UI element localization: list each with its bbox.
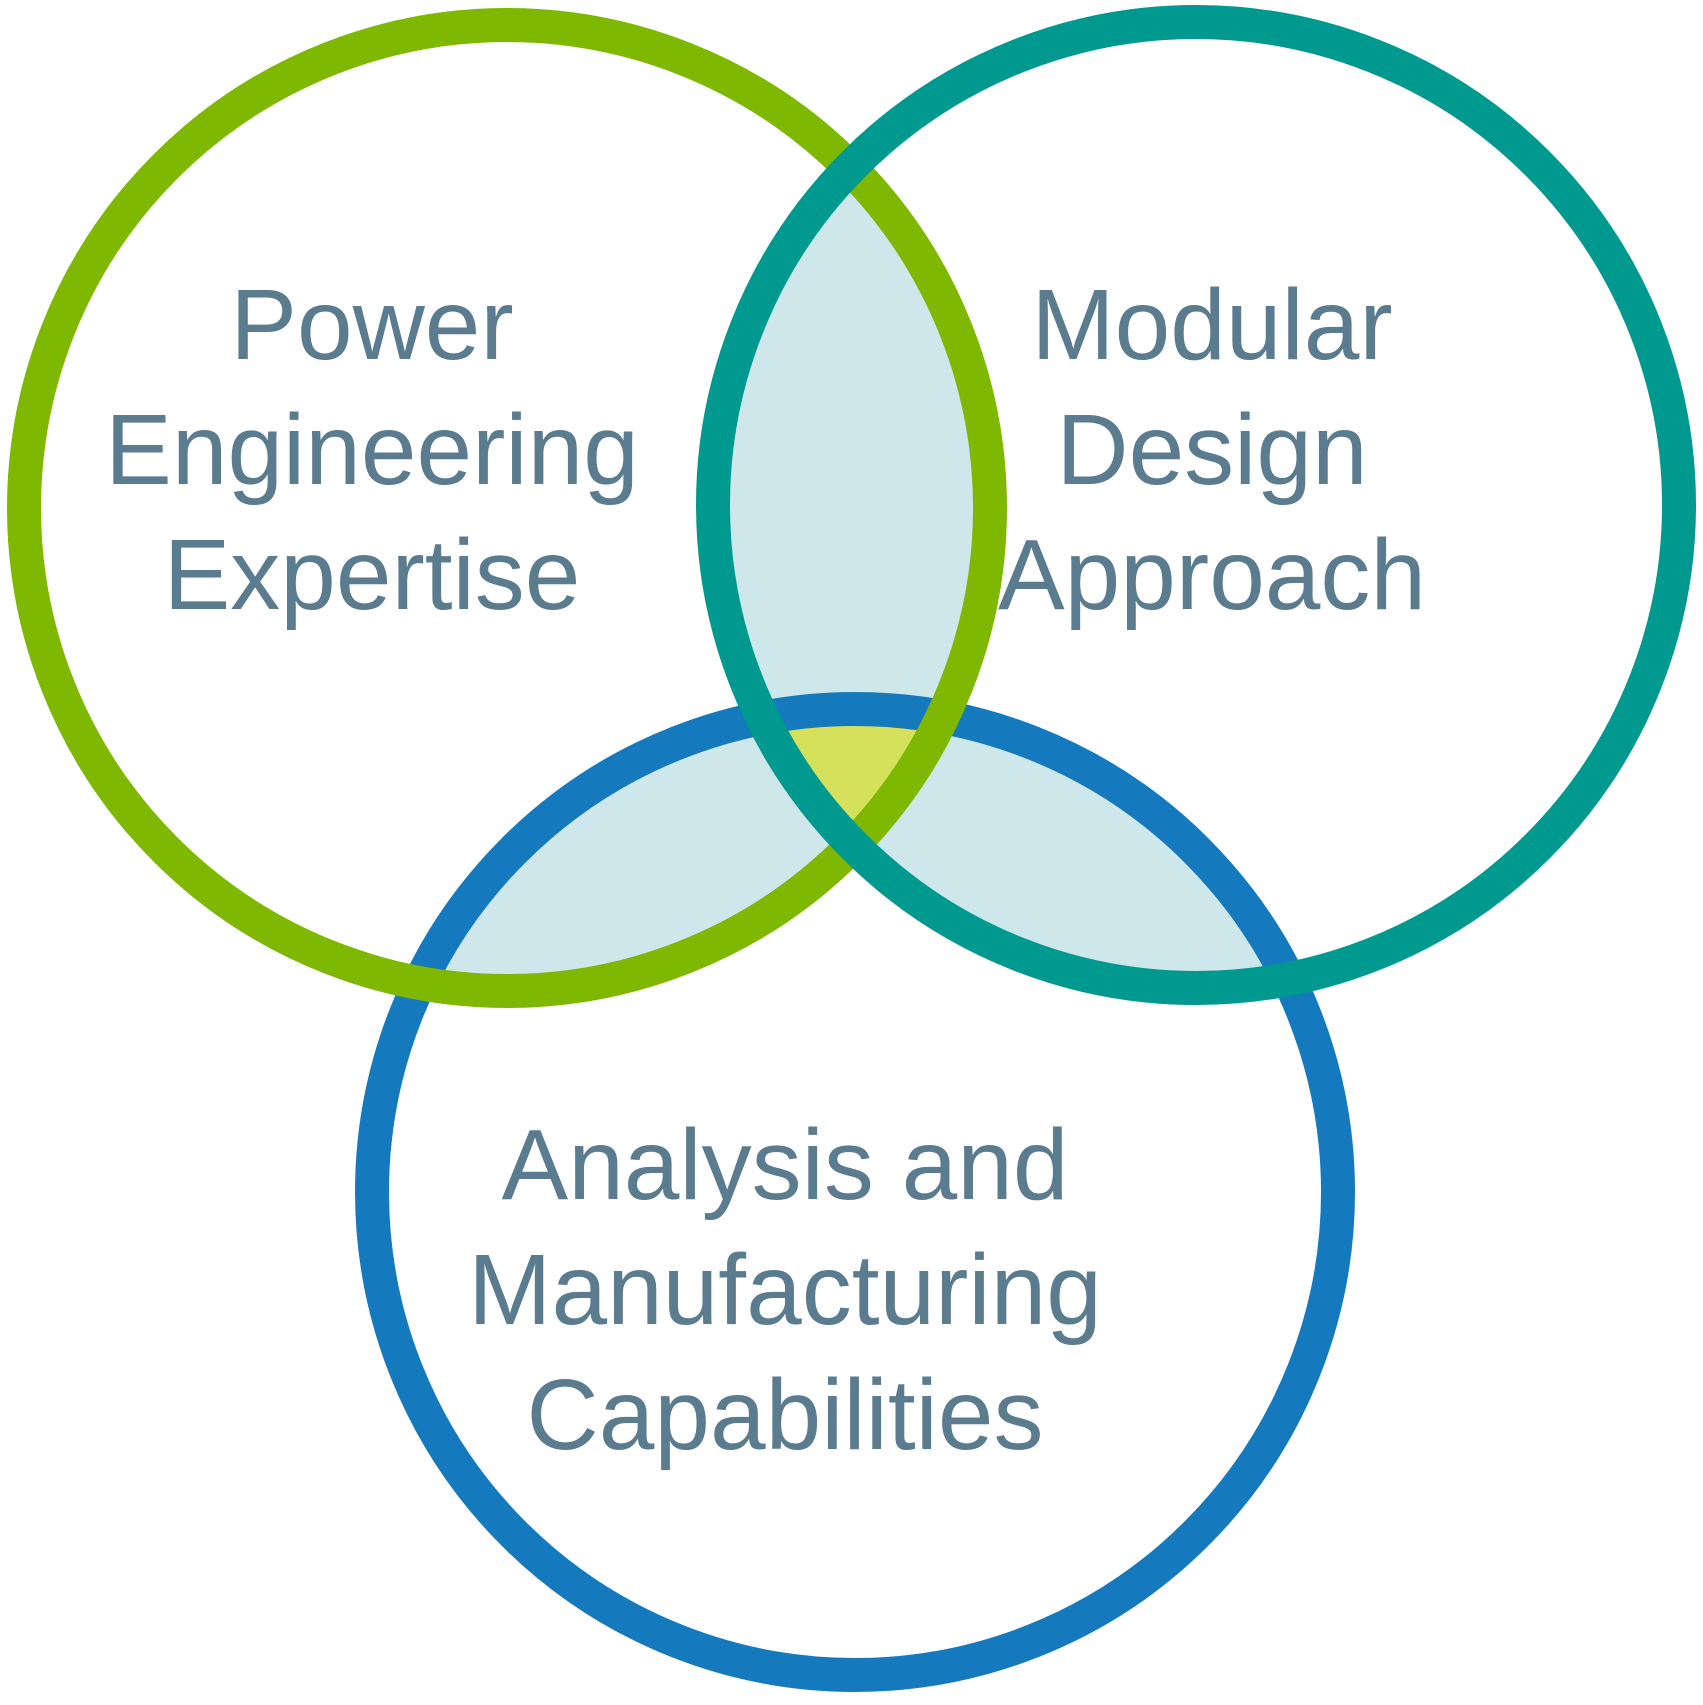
overlap-power-analysis — [372, 709, 990, 991]
analysis-label-line-3: Capabilities — [526, 1359, 1044, 1471]
analysis-circle-ring — [355, 692, 1355, 1692]
power-label-line-2: Engineering — [105, 394, 639, 506]
modular-circle-ring — [696, 5, 1696, 1005]
analysis-label-line-1: Analysis and — [501, 1109, 1069, 1221]
modular-label-line-3: Approach — [997, 519, 1427, 631]
overlap-modular-analysis — [713, 709, 1338, 988]
modular-circle-label: Modular Design Approach — [998, 263, 1426, 638]
analysis-label-line-2: Manufacturing — [468, 1234, 1102, 1346]
power-circle-ring — [7, 8, 1007, 1008]
analysis-circle-label: Analysis and Manufacturing Capabilities — [468, 1103, 1102, 1478]
power-circle-label: Power Engineering Expertise — [105, 263, 639, 638]
power-label-line-1: Power — [230, 269, 514, 381]
modular-label-line-2: Design — [1056, 394, 1368, 506]
modular-label-line-1: Modular — [1031, 269, 1393, 381]
power-label-line-3: Expertise — [163, 519, 581, 631]
